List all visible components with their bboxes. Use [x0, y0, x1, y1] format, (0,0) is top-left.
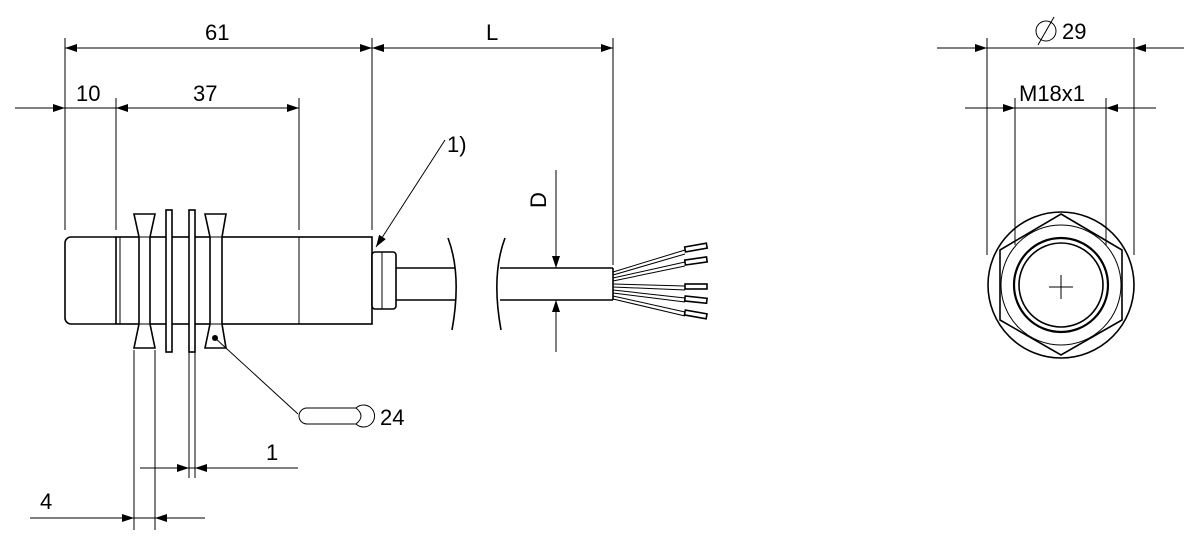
- dim-wrench-size: 24: [380, 405, 404, 430]
- dim-washer-thickness: 1: [266, 440, 278, 465]
- hex-nut-outline: [999, 213, 1123, 356]
- side-view: 61 L 10 37 1) D 24 1 4: [15, 20, 709, 530]
- dimension-lines: [15, 44, 613, 522]
- note-marker: 1): [447, 132, 467, 157]
- dim-cable-length: L: [486, 20, 498, 45]
- dim-thread-spec: M18x1: [1019, 81, 1085, 106]
- connector-body: [371, 251, 397, 310]
- cable: [396, 237, 614, 331]
- note-leader: [375, 139, 446, 248]
- cable-wires: [612, 242, 709, 320]
- thread-circle: [1012, 236, 1110, 334]
- washer: [165, 209, 196, 353]
- outer-circle: [987, 211, 1135, 359]
- diameter-symbol-icon: [1035, 16, 1057, 46]
- dim-thread-length: 37: [193, 81, 217, 106]
- inner-face-circle: [1018, 242, 1104, 328]
- dim-total-length: 61: [205, 20, 229, 45]
- front-extension-lines: [986, 38, 1135, 255]
- lock-nut-front: [133, 213, 156, 349]
- dim-outer-diameter: 29: [1062, 19, 1086, 44]
- dim-front-length: 10: [76, 81, 100, 106]
- front-view: 29 M18x1: [937, 16, 1184, 359]
- dim-cable-diameter: D: [526, 192, 551, 208]
- dim-nut-thickness: 4: [40, 489, 52, 514]
- washer-circle: [1000, 224, 1122, 346]
- front-dimension-lines: [937, 44, 1184, 112]
- center-cross-icon: [1049, 275, 1073, 299]
- extension-lines: [64, 38, 614, 530]
- wrench-icon: [298, 404, 375, 428]
- sensor-housing: [64, 236, 373, 325]
- wrench-leader: [214, 337, 375, 428]
